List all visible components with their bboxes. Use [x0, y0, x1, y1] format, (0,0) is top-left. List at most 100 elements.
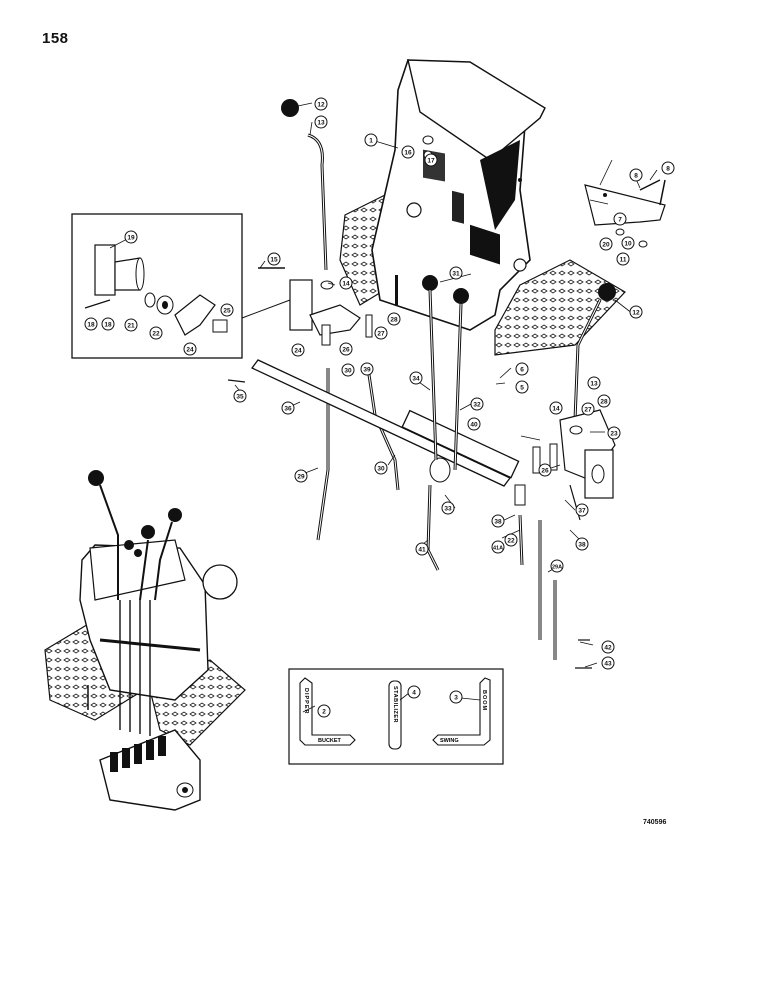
svg-text:26: 26: [541, 468, 549, 475]
control-tower: [339, 58, 626, 356]
callout-30: 30: [374, 461, 388, 475]
svg-text:36: 36: [284, 406, 292, 413]
svg-text:17: 17: [427, 158, 435, 165]
svg-text:25: 25: [223, 308, 231, 315]
callout-24a: 24: [183, 342, 197, 356]
decal-dipper-label: DIPPER: [303, 688, 309, 714]
callout-21: 21: [124, 318, 138, 332]
svg-text:40: 40: [470, 422, 478, 429]
right-lever-assembly: [514, 283, 616, 669]
callout-11: 11: [616, 252, 630, 266]
callout-23: 23: [607, 426, 621, 440]
callout-25: 25: [220, 303, 234, 317]
callout-40: 40: [467, 417, 481, 431]
callout-27b: 27: [581, 402, 595, 416]
callout-5: 5: [515, 380, 529, 394]
svg-text:30: 30: [377, 466, 385, 473]
callout-13b: 13: [587, 376, 601, 390]
callout-18b: 18: [101, 317, 115, 331]
callout-14b: 14: [549, 401, 563, 415]
callout-29: 29: [294, 469, 308, 483]
callout-26b: 26: [538, 463, 552, 477]
callout-32: 32: [470, 397, 484, 411]
svg-text:41A: 41A: [493, 546, 503, 552]
svg-text:1: 1: [369, 138, 373, 145]
svg-text:12: 12: [632, 310, 640, 317]
svg-text:18: 18: [104, 322, 112, 329]
callout-34: 34: [409, 371, 423, 385]
callout-10: 10: [621, 236, 635, 250]
callout-43: 43: [601, 656, 615, 670]
overview-assembly: [44, 470, 246, 811]
svg-text:24: 24: [186, 347, 194, 354]
svg-text:43: 43: [604, 661, 612, 668]
decal-bucket-label: BUCKET: [318, 738, 342, 744]
callout-26a: 26: [339, 342, 353, 356]
svg-text:8: 8: [634, 173, 638, 180]
callout-6: 6: [515, 362, 529, 376]
callout-bubbles: 1 2 3 4 5 6 7 8 8 10 11 12 12 13 13 14 1…: [84, 97, 675, 718]
svg-text:22: 22: [152, 331, 160, 338]
callout-12b: 12: [629, 305, 643, 319]
inset-detail-box: [71, 213, 291, 359]
svg-text:32: 32: [473, 402, 481, 409]
decal-boom-label: BOOM: [481, 690, 487, 711]
callout-30b: 30: [341, 363, 355, 377]
svg-text:27: 27: [377, 331, 385, 338]
callout-22: 22: [149, 326, 163, 340]
cross-shaft-part-36: [227, 359, 520, 487]
callout-42: 42: [601, 640, 615, 654]
bracket-part-7: [584, 179, 666, 248]
callout-33: 33: [441, 501, 455, 515]
callout-29a: 29A: [550, 559, 564, 573]
callout-39: 39: [360, 362, 374, 376]
svg-text:42: 42: [604, 645, 612, 652]
callout-1: 1: [364, 133, 378, 147]
svg-text:20: 20: [602, 242, 610, 249]
svg-text:2: 2: [322, 709, 326, 716]
svg-text:24: 24: [294, 348, 302, 355]
callout-2: 2: [317, 704, 331, 718]
svg-text:15: 15: [270, 257, 278, 264]
svg-text:16: 16: [404, 150, 412, 157]
callout-22b: 22: [504, 533, 518, 547]
callout-15: 15: [267, 252, 281, 266]
callout-28a: 28: [387, 312, 401, 326]
callout-12a: 12: [314, 97, 328, 111]
callout-41: 41: [415, 542, 429, 556]
figure-code: 740596: [643, 819, 667, 826]
svg-text:33: 33: [444, 506, 452, 513]
svg-text:8: 8: [666, 166, 670, 173]
svg-text:11: 11: [620, 257, 627, 264]
page-number: 158: [42, 30, 69, 47]
svg-text:19: 19: [127, 235, 135, 242]
callout-16: 16: [401, 145, 415, 159]
svg-text:31: 31: [452, 271, 460, 278]
callout-13a: 13: [314, 115, 328, 129]
callout-31: 31: [449, 266, 463, 280]
svg-text:18: 18: [87, 322, 95, 329]
callout-19: 19: [124, 230, 138, 244]
svg-text:4: 4: [412, 690, 416, 697]
callout-36: 36: [281, 401, 295, 415]
svg-text:29: 29: [297, 474, 305, 481]
callout-35: 35: [233, 389, 247, 403]
callout-38b: 38: [575, 537, 589, 551]
svg-text:37: 37: [578, 508, 586, 515]
svg-text:21: 21: [127, 323, 135, 330]
svg-text:38: 38: [578, 542, 586, 549]
callout-3: 3: [449, 690, 463, 704]
svg-text:13: 13: [590, 381, 598, 388]
callout-17: 17: [424, 153, 438, 167]
callout-20: 20: [599, 237, 613, 251]
svg-text:39: 39: [363, 367, 371, 374]
svg-text:10: 10: [624, 241, 632, 248]
callout-24b: 24: [291, 343, 305, 357]
svg-text:14: 14: [342, 281, 350, 288]
svg-text:41: 41: [418, 547, 426, 554]
svg-text:14: 14: [552, 406, 560, 413]
svg-text:13: 13: [317, 120, 325, 127]
callout-4: 4: [407, 685, 421, 699]
